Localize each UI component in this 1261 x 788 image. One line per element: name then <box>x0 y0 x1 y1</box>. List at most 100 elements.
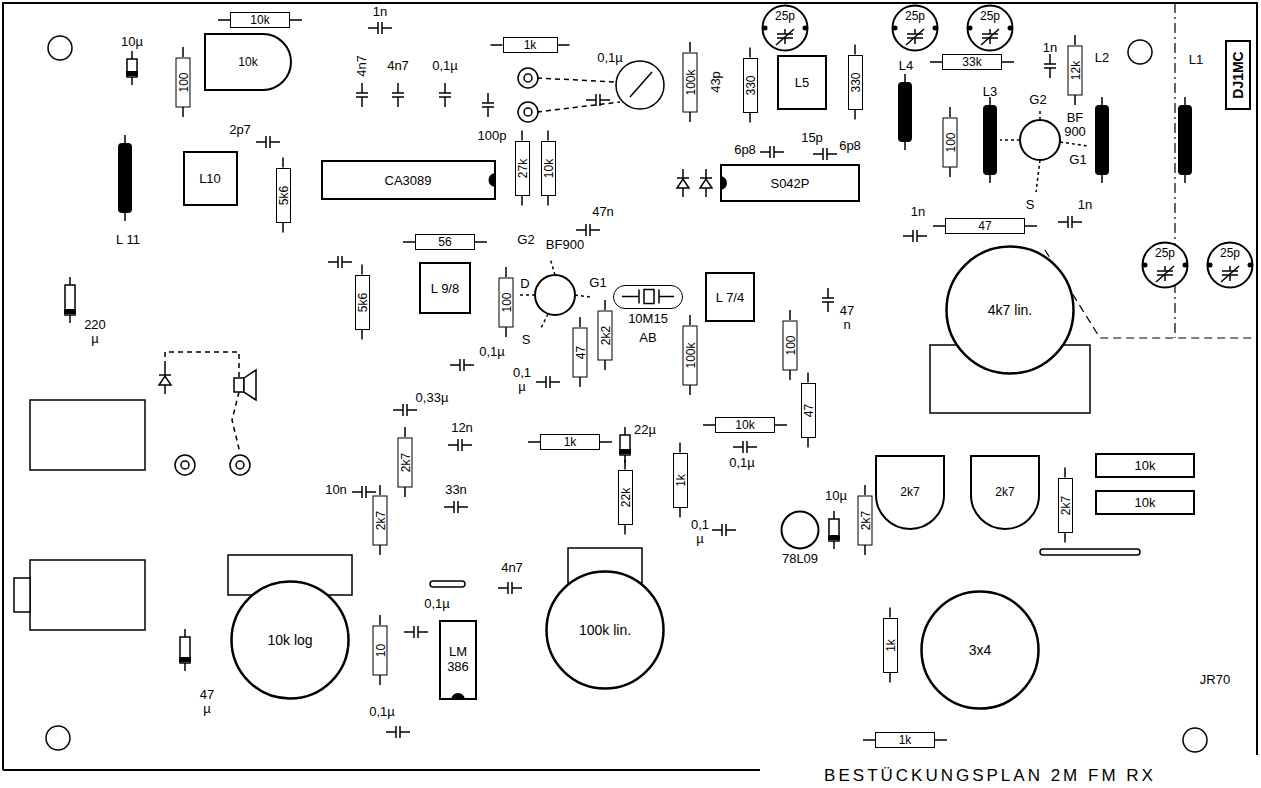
resistor-body: 100 <box>943 117 958 167</box>
wire-line <box>1044 63 1056 65</box>
wire-line <box>361 330 363 340</box>
electrolytic-capacitor <box>828 511 840 549</box>
wire-line <box>854 110 856 120</box>
part-value: 10M15 <box>628 312 668 325</box>
wire-line <box>337 256 339 268</box>
wire-bridge <box>430 581 465 587</box>
part-value: S042P <box>770 177 809 190</box>
wire-line <box>282 158 284 168</box>
wire-line <box>382 27 392 29</box>
wire-line <box>511 582 513 594</box>
wire-line <box>290 19 302 21</box>
outline <box>763 6 808 51</box>
part-value: L10 <box>199 172 221 185</box>
tuning-knob <box>537 61 664 112</box>
part-label: 1n <box>911 205 925 219</box>
trimmer-outline: 2k7 <box>875 455 945 530</box>
outline <box>232 582 349 699</box>
wire-line <box>726 529 736 531</box>
outline <box>1143 243 1188 288</box>
wire-line <box>822 148 824 160</box>
wire-line <box>361 486 363 498</box>
wire-line <box>1164 275 1166 281</box>
pad-dot <box>968 26 973 31</box>
wire-line <box>361 83 363 93</box>
wire-line <box>356 92 368 94</box>
wire-line <box>775 424 787 426</box>
wire-line <box>368 27 378 29</box>
wire-line <box>789 310 791 320</box>
capacitor-symbol <box>448 439 472 451</box>
wire-line <box>826 148 828 160</box>
wire-line <box>397 97 399 107</box>
wire-line <box>622 296 639 298</box>
wire-line <box>864 545 866 555</box>
trimmer-outline: 2k7 <box>970 455 1040 530</box>
electrolytic-capacitor <box>64 277 76 323</box>
wire-line <box>528 441 540 443</box>
speaker-cone <box>244 370 256 400</box>
wire-line <box>638 290 640 304</box>
part-label: 47n <box>592 205 614 219</box>
electrolytic-capacitor <box>619 427 631 463</box>
wire-line <box>1074 95 1076 105</box>
wire-line <box>131 77 133 85</box>
electrolytic-capacitor <box>179 629 191 671</box>
wire-line <box>1222 270 1238 272</box>
part-value: LM 386 <box>441 645 475 675</box>
wire-line <box>458 506 468 508</box>
wire-line <box>459 359 461 371</box>
capacitor-body <box>620 435 630 455</box>
part-label: 10µ <box>825 489 847 503</box>
part-value: 10k <box>542 158 554 177</box>
wire-line <box>677 177 689 179</box>
pad-ring <box>230 455 250 475</box>
wire-line <box>404 427 406 437</box>
wire-line <box>1058 221 1068 223</box>
wire-line <box>749 113 751 123</box>
part-label: 33n <box>445 483 467 497</box>
part-label: 0,1µ <box>479 345 505 359</box>
wire-line <box>270 141 280 143</box>
pad-dot <box>803 26 808 31</box>
resistor-body: 1k <box>883 618 898 673</box>
wire-line <box>747 446 757 448</box>
wire-line <box>547 196 549 206</box>
wire-line <box>184 629 186 637</box>
part-value: 2k2 <box>599 325 611 344</box>
pad-dot <box>1143 263 1148 268</box>
wire-line <box>517 294 535 296</box>
wire-line <box>590 229 600 231</box>
wire-line <box>482 106 494 108</box>
part-label: 1n <box>1078 198 1092 212</box>
wire-line <box>69 315 71 323</box>
resistor-body: 2k7 <box>398 437 413 487</box>
part-label: 10n <box>325 483 347 497</box>
part-value: 100 <box>784 335 796 355</box>
part-label: 0,1 µ <box>689 518 711 545</box>
part-label: 0,1µ <box>369 705 395 719</box>
part-leads <box>183 20 1075 740</box>
wire-line <box>487 93 489 103</box>
part-label: 4n7 <box>501 561 523 575</box>
wire-line <box>444 506 454 508</box>
part-label: G1 <box>589 276 606 290</box>
part-label: 47 n <box>838 304 856 331</box>
part-value: 25p <box>1220 247 1240 259</box>
mounting-hole <box>1183 728 1207 752</box>
connector-box <box>30 560 145 630</box>
wire-line <box>624 525 626 535</box>
wire-line <box>1156 266 1174 282</box>
wire-line <box>1229 275 1231 281</box>
wire-line <box>536 381 546 383</box>
pad-ring <box>518 102 538 122</box>
capacitor-plate <box>619 449 631 454</box>
part-value: 1k <box>899 734 912 746</box>
capacitor-body <box>127 59 137 77</box>
part-value: 10k <box>1135 459 1156 472</box>
trimmer-capacitor: 25p <box>966 4 1014 52</box>
coil-body <box>1178 105 1192 175</box>
wire-line <box>549 376 551 388</box>
part-label: 43p <box>709 71 723 93</box>
wire-line <box>550 381 560 383</box>
